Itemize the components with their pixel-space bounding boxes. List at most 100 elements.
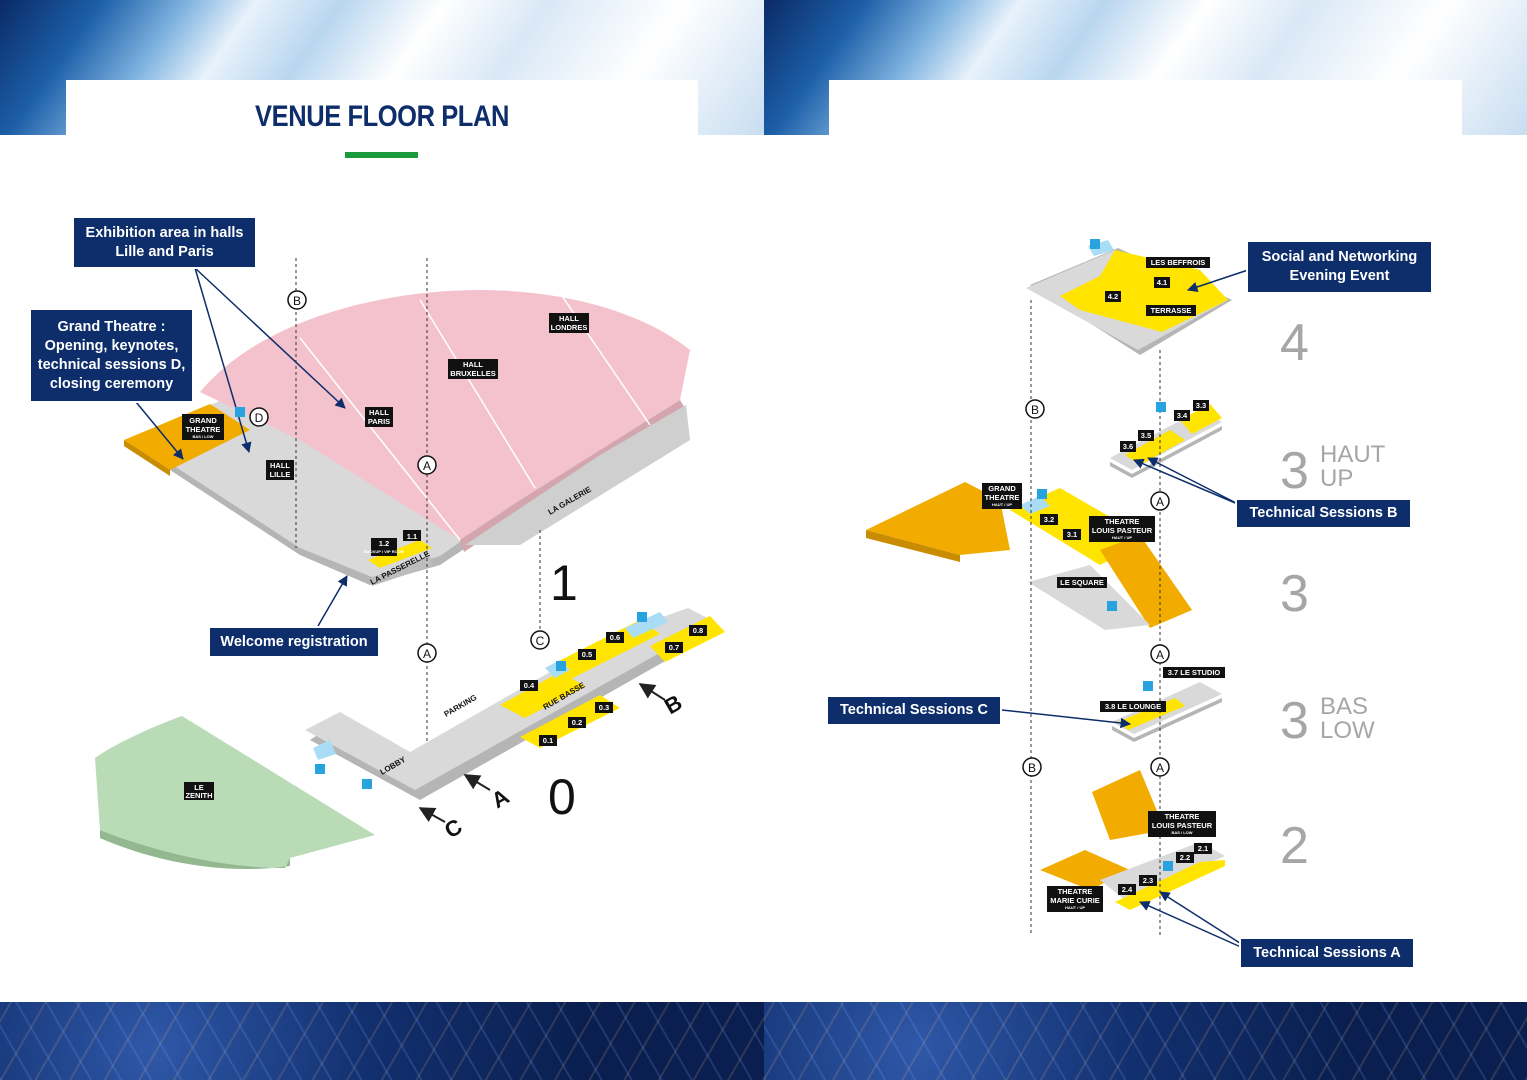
title-underline (345, 152, 418, 158)
callout-technical-b: Technical Sessions B (1235, 498, 1412, 529)
marker-d: D (249, 407, 269, 427)
marker-a-r1: A (1150, 491, 1170, 511)
marker-b-top: B (287, 290, 307, 310)
louis-pasteur-up-label: THEATRE (1105, 517, 1140, 526)
svg-text:D: D (255, 411, 264, 425)
title-panel (66, 80, 698, 140)
callout-welcome: Welcome registration (208, 626, 380, 658)
room-0-7: 0.7 (669, 643, 679, 652)
svg-text:LOUIS PASTEUR: LOUIS PASTEUR (1152, 821, 1213, 830)
marker-a-r2: A (1150, 644, 1170, 664)
footer-banner (0, 1002, 764, 1080)
labels-left (182, 313, 707, 800)
level-4-number: 4 (1280, 314, 1309, 372)
toilet-icons (235, 239, 1173, 871)
level-3-number: 3 (1280, 565, 1309, 623)
svg-text:A: A (423, 647, 431, 661)
room-2-1: 2.1 (1198, 844, 1208, 853)
marie-curie-label: THEATRE (1058, 887, 1093, 896)
level-3-bas-number: 3 (1280, 692, 1309, 750)
right-page (764, 0, 1527, 1080)
svg-text:THEATRE: THEATRE (985, 493, 1020, 502)
entrance-b-letter: B (660, 690, 686, 720)
room-2-2: 2.2 (1180, 853, 1190, 862)
page-title: VENUE FLOOR PLAN (255, 100, 509, 133)
svg-text:LOW: LOW (1320, 717, 1375, 744)
room-3-6: 3.6 (1123, 442, 1133, 451)
svg-text:LONDRES: LONDRES (551, 323, 588, 332)
left-page (0, 0, 764, 1080)
svg-text:HAUT / UP: HAUT / UP (992, 502, 1012, 507)
svg-text:C: C (536, 634, 545, 648)
room-0-3: 0.3 (599, 703, 609, 712)
hall-londres-label: HALL (559, 314, 579, 323)
louis-pasteur-low-label: THEATRE (1165, 812, 1200, 821)
svg-text:A: A (1156, 495, 1164, 509)
svg-text:A: A (1156, 648, 1164, 662)
svg-text:B: B (1031, 403, 1039, 417)
level-0-number: 0 (548, 769, 576, 825)
marker-c: C (530, 630, 550, 650)
marker-b-r1: B (1025, 399, 1045, 419)
le-zenith (95, 716, 375, 868)
callout-social: Social and Networking Evening Event (1246, 240, 1433, 294)
le-lounge-label: 3.8 LE LOUNGE (1105, 702, 1161, 711)
svg-text:BRUXELLES: BRUXELLES (450, 369, 495, 378)
les-beffrois-label: LES BEFFROIS (1151, 258, 1206, 267)
callout-exhibition: Exhibition area in halls Lille and Paris (72, 216, 257, 269)
room-3-4: 3.4 (1177, 411, 1188, 420)
level-3-haut-floor (1110, 404, 1222, 478)
svg-text:A: A (423, 459, 431, 473)
hall-bruxelles-label: HALL (463, 360, 483, 369)
room-0-4: 0.4 (524, 681, 535, 690)
hall-paris-label: HALL (369, 408, 389, 417)
room-3-3: 3.3 (1196, 401, 1206, 410)
entrance-c-letter: C (440, 814, 466, 844)
marker-a-r3: A (1150, 757, 1170, 777)
svg-text:HAUT / UP: HAUT / UP (1112, 535, 1132, 540)
svg-text:B: B (1028, 761, 1036, 775)
marker-b-r2: B (1022, 757, 1042, 777)
svg-text:HAUT / UP: HAUT / UP (1065, 905, 1085, 910)
level-1-number: 1 (550, 555, 578, 611)
level-3-haut-number: 3 (1280, 442, 1309, 500)
le-zenith-label: LE (194, 783, 204, 792)
room-0-6: 0.6 (610, 633, 620, 642)
svg-text:B: B (293, 294, 301, 308)
room-0-1: 0.1 (543, 736, 553, 745)
svg-text:A: A (1156, 761, 1164, 775)
room-0-8: 0.8 (693, 626, 703, 635)
svg-text:LILLE: LILLE (270, 470, 291, 479)
svg-text:BAS: BAS (1320, 693, 1368, 720)
level-3-floor (866, 482, 1192, 630)
svg-text:ZENITH: ZENITH (185, 791, 212, 800)
room-2-4: 2.4 (1122, 885, 1133, 894)
room-0-5: 0.5 (582, 650, 592, 659)
marker-a-upper: A (417, 455, 437, 475)
svg-text:BAS / LOW: BAS / LOW (192, 434, 213, 439)
parking-label: PARKING (443, 693, 479, 719)
callout-technical-a: Technical Sessions A (1239, 937, 1415, 969)
svg-text:LOUIS PASTEUR: LOUIS PASTEUR (1092, 526, 1153, 535)
svg-text:MARIE CURIE: MARIE CURIE (1050, 896, 1100, 905)
room-3-1: 3.1 (1067, 530, 1077, 539)
svg-text:PARIS: PARIS (368, 417, 390, 426)
level-3-bas-floor (1112, 682, 1222, 742)
terrasse-label: TERRASSE (1151, 306, 1192, 315)
svg-text:UP: UP (1320, 465, 1353, 492)
room-3-2: 3.2 (1044, 515, 1054, 524)
grand-theatre-label: GRAND (189, 416, 217, 425)
svg-text:HAUT: HAUT (1320, 441, 1386, 468)
svg-text:THEATRE: THEATRE (186, 425, 221, 434)
room-0-2: 0.2 (572, 718, 582, 727)
le-studio-label: 3.7 LE STUDIO (1168, 668, 1221, 677)
room-2-3: 2.3 (1143, 876, 1153, 885)
hall-lille-label: HALL (270, 461, 290, 470)
footer-banner-right (764, 1002, 1527, 1080)
room-3-5: 3.5 (1141, 431, 1151, 440)
callout-technical-c: Technical Sessions C (826, 695, 1002, 726)
room-1-1: 1.1 (407, 532, 417, 541)
level-2-number: 2 (1280, 817, 1309, 875)
entrance-a-letter: A (487, 784, 513, 814)
